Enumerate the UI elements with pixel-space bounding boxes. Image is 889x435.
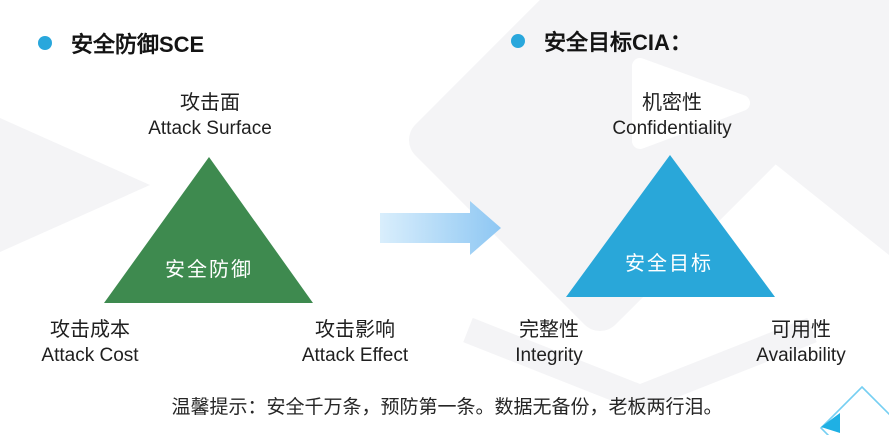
watermark-play-triangle — [632, 58, 750, 149]
defense-title: 安全防御SCE — [71, 32, 205, 57]
defense-header: 安全防御SCE — [38, 27, 204, 59]
cia-triangle-label: 安全目标 — [625, 252, 713, 275]
cia-header: 安全目标CIA： — [511, 25, 692, 57]
label-availability: 可用性 Availability — [756, 317, 845, 369]
label-integrity-zh: 完整性 — [519, 319, 579, 341]
bullet-icon — [38, 36, 52, 50]
label-attack-effect-en: Attack Effect — [301, 345, 409, 366]
bullet-icon — [511, 34, 525, 48]
bullet-circle — [38, 36, 52, 50]
cia-triangle — [566, 155, 775, 297]
label-availability-zh: 可用性 — [770, 319, 831, 341]
transform-arrow-icon — [380, 201, 501, 255]
label-attack-surface-zh: 攻击面 — [180, 92, 240, 114]
label-attack-cost: 攻击成本 Attack Cost — [41, 317, 138, 369]
label-availability-en: Availability — [756, 345, 846, 366]
defense-triangle-label: 安全防御 — [165, 258, 253, 281]
corner-diamond-icon — [819, 385, 889, 435]
bullet-circle — [511, 34, 525, 48]
corner-diamond-accent-icon — [821, 413, 840, 433]
label-confidentiality-zh: 机密性 — [642, 92, 702, 114]
watermark-left-wedge — [0, 118, 150, 252]
label-attack-cost-en: Attack Cost — [41, 345, 139, 366]
defense-triangle — [104, 157, 313, 303]
label-integrity: 完整性 Integrity — [515, 317, 583, 369]
label-integrity-en: Integrity — [515, 345, 583, 366]
label-confidentiality: 机密性 Confidentiality — [612, 90, 731, 142]
tip-text: 温馨提示：安全千万条，预防第一条。数据无备份，老板两行泪。 — [171, 397, 723, 418]
watermark-bottom-chevron — [463, 317, 817, 412]
label-attack-surface: 攻击面 Attack Surface — [148, 90, 272, 142]
cia-title: 安全目标CIA： — [544, 30, 692, 55]
label-attack-cost-zh: 攻击成本 — [50, 319, 130, 341]
label-attack-surface-en: Attack Surface — [148, 118, 272, 139]
label-attack-effect-zh: 攻击影响 — [315, 319, 395, 341]
label-attack-effect: 攻击影响 Attack Effect — [302, 317, 408, 369]
label-confidentiality-en: Confidentiality — [612, 118, 732, 139]
